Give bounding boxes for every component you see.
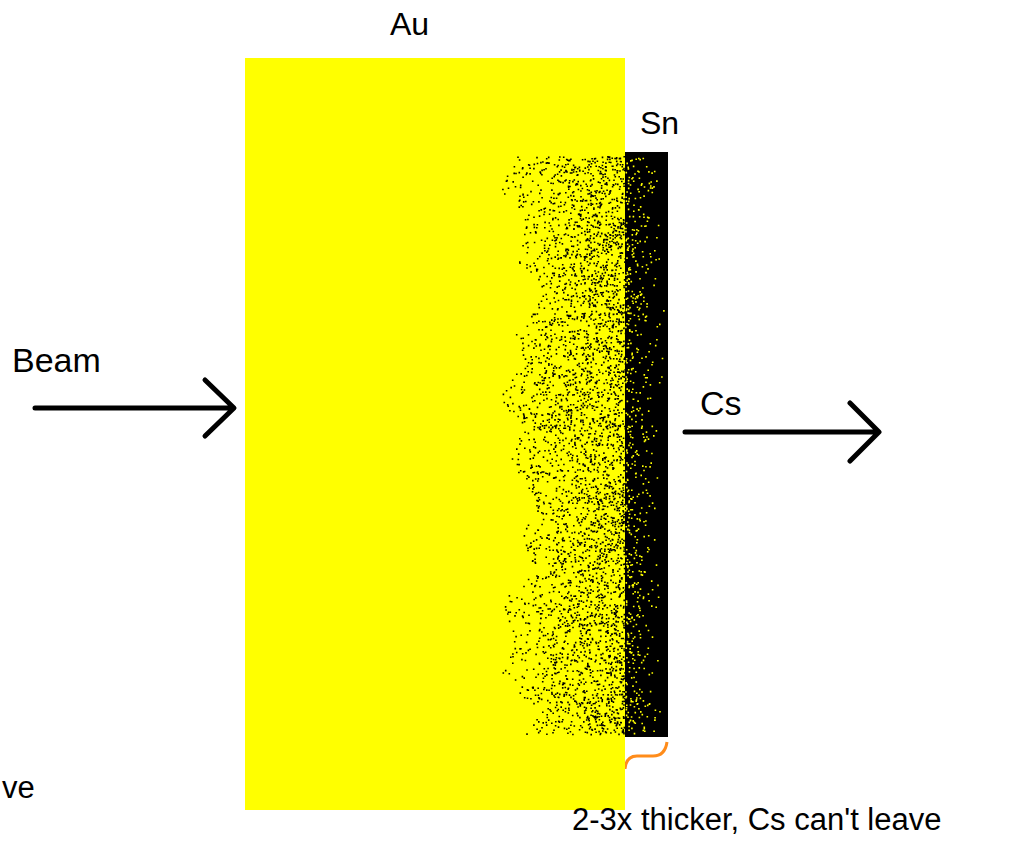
- tin-layer: Sn: [625, 152, 668, 737]
- gold-layer: Au: [245, 58, 625, 810]
- layer-label: Au: [390, 8, 429, 40]
- cut-text: ve: [2, 772, 35, 803]
- note-label: 2-3x thicker, Cs can't leave: [572, 804, 941, 835]
- beam-arrow: [35, 380, 234, 436]
- cs-label: Cs: [700, 386, 742, 420]
- layer-label: Sn: [640, 107, 679, 139]
- beam-label: Beam: [12, 343, 101, 377]
